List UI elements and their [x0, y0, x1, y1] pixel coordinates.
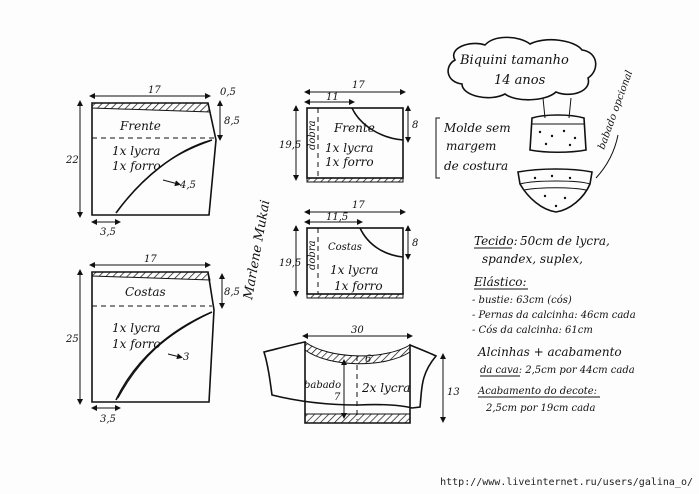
frente-top-line1: 1x lycra: [325, 141, 373, 155]
straps-line2: da cava: 2,5cm por 44cm cada: [480, 365, 635, 376]
title-line2: 14 anos: [494, 73, 546, 88]
costas-top-inner: 11,5: [326, 212, 348, 223]
frente-large-top-right: 0,5: [220, 87, 236, 98]
costas-top-line1: 1x lycra: [330, 263, 378, 277]
costas-large-width: 17: [144, 254, 157, 265]
mold-note-line3: de costura: [444, 159, 508, 173]
costas-large-bottom: 3,5: [100, 414, 116, 425]
mold-note: Molde sem margem de costura: [435, 117, 511, 179]
elastic-item-3: - Cós da calcinha: 61cm: [472, 325, 593, 336]
costas-large-name: Costas: [125, 285, 166, 299]
frente-top-height: 19,5: [279, 140, 301, 151]
babado-inner: 6: [365, 354, 372, 365]
costas-top-fold: dobra: [307, 240, 318, 270]
frente-top-piece: Frente dobra 1x lycra 1x forro 17 11 19,…: [279, 80, 418, 183]
frente-large-line1: 1x lycra: [112, 144, 160, 158]
costas-top-line2: 1x forro: [334, 279, 383, 293]
frente-top-right: 8: [412, 120, 418, 131]
neck-line1: Acabamento do decote:: [477, 386, 597, 397]
title-line1: Biquini tamanho: [459, 53, 569, 68]
bikini-illustration: babado opcional: [517, 69, 635, 213]
materials-notes: Tecido: 50cm de lycra, spandex, suplex, …: [472, 234, 636, 414]
source-url: http://www.liveinternet.ru/users/galina_…: [440, 477, 693, 488]
neck-line2: 2,5cm por 19cm cada: [485, 403, 595, 414]
frente-top-name: Frente: [333, 121, 375, 135]
costas-top-width: 17: [352, 200, 365, 211]
ruffle-optional-note: babado opcional: [596, 69, 635, 151]
babado-left: 7: [334, 392, 341, 403]
babado-name: babado: [304, 380, 341, 391]
frente-large-curve: 4,5: [179, 180, 196, 191]
signature: Marlene Mukai: [241, 199, 273, 302]
babado-right: 13: [447, 387, 460, 398]
frente-large-width: 17: [148, 85, 161, 96]
frente-large-name: Frente: [119, 119, 161, 133]
costas-large-side: 8,5: [224, 287, 240, 298]
frente-top-fold: dobra: [307, 120, 318, 150]
elastic-item-2: - Pernas da calcinha: 46cm cada: [472, 310, 636, 321]
fabric-heading: Tecido:: [474, 234, 518, 248]
fabric-text2: spandex, suplex,: [482, 252, 583, 266]
fabric-text: 50cm de lycra,: [520, 234, 610, 248]
frente-large-bottom: 3,5: [100, 227, 116, 238]
title-cloud: Biquini tamanho 14 anos: [447, 36, 597, 101]
mold-note-line2: margem: [446, 139, 496, 153]
mold-note-line1: Molde sem: [443, 121, 511, 135]
frente-top-width: 17: [352, 80, 365, 91]
babado-piece: babado 2x lycra 30 6 7 13: [262, 325, 460, 424]
costas-top-name: Costas: [328, 242, 362, 253]
frente-large-side: 8,5: [224, 116, 240, 127]
costas-large-piece: Costas 1x lycra 1x forro 17 25 3,5 8,5 3: [65, 254, 240, 425]
straps-line1: Alcinhas + acabamento: [477, 345, 622, 359]
costas-large-line1: 1x lycra: [112, 321, 160, 335]
frente-large-height: 22: [65, 155, 79, 166]
costas-top-right: 8: [412, 238, 418, 249]
elastic-item-1: - bustie: 63cm (cós): [472, 295, 572, 306]
costas-top-piece: Costas dobra 1x lycra 1x forro 17 11,5 1…: [279, 200, 418, 299]
frente-large-piece: Frente 1x lycra 1x forro 17 22 3,5 0,5 8…: [65, 85, 240, 238]
babado-count: 2x lycra: [361, 381, 410, 395]
elastic-heading: Elástico:: [473, 275, 527, 289]
costas-large-line2: 1x forro: [112, 337, 161, 351]
frente-large-line2: 1x forro: [112, 159, 161, 173]
babado-width: 30: [351, 325, 364, 336]
costas-large-curve: 3: [183, 352, 189, 363]
frente-top-inner: 11: [326, 92, 339, 103]
frente-top-line2: 1x forro: [325, 155, 374, 169]
costas-top-height: 19,5: [279, 258, 301, 269]
costas-large-height: 25: [65, 334, 79, 345]
